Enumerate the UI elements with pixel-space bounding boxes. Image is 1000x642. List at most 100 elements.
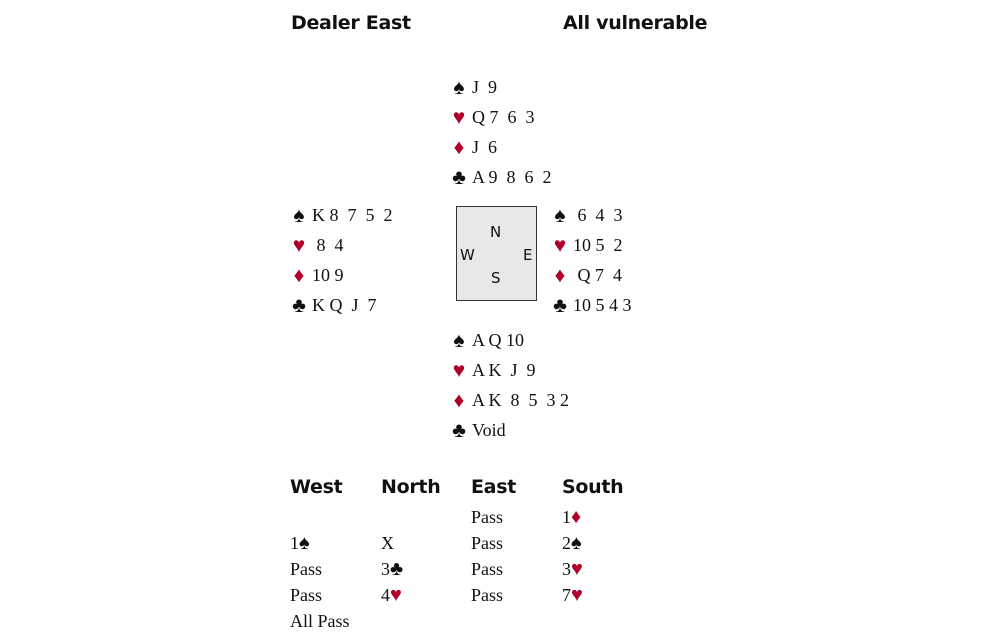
north-heart-holding: ♥Q 7 6 3 (448, 102, 552, 132)
auction-header: North (381, 476, 441, 498)
card-ranks: Q 7 4 (573, 264, 623, 285)
card-ranks: J 9 (472, 76, 498, 97)
auction-bid: Pass (471, 530, 561, 556)
auction-bid: 4♥ (381, 582, 471, 608)
auction-bid: Pass (471, 582, 561, 608)
compass-south: S (491, 269, 501, 287)
heart-icon: ♥ (571, 558, 583, 580)
card-ranks: 10 5 2 (573, 234, 623, 255)
auction-bid: X (381, 530, 471, 556)
bid-text: 2 (562, 532, 571, 553)
south-spade-holding: ♠ A Q 10 (448, 325, 569, 355)
bid-text: Pass (290, 584, 323, 605)
auction-bid: 7♥ (562, 582, 652, 608)
auction-bid: Pass (471, 504, 561, 530)
bid-text: Pass (290, 558, 323, 579)
heart-icon: ♥ (571, 584, 583, 606)
auction-bid: Pass (290, 556, 380, 582)
auction-column-south: South 1♦2♠3♥7♥ (562, 476, 652, 608)
auction-bid: Pass (471, 556, 561, 582)
heart-icon: ♥ (292, 232, 306, 257)
club-icon: ♣ (292, 292, 306, 317)
spade-icon: ♠ (293, 202, 305, 227)
club-icon: ♣ (390, 558, 404, 580)
east-heart-holding: ♥ 10 5 2 (549, 230, 632, 260)
north-hand: ♠ J 9 ♥Q 7 6 3♦ J 6 ♣ A 9 8 6 2 (448, 72, 552, 192)
diamond-icon: ♦ (554, 262, 566, 287)
south-hand: ♠ A Q 10 ♥ A K J 9 ♦ A K 8 5 3 2 ♣ Void (448, 325, 569, 445)
south-heart-holding: ♥ A K J 9 (448, 355, 569, 385)
bid-text: X (381, 532, 394, 553)
spade-icon: ♠ (453, 74, 465, 99)
auction-bid: 1♠ (290, 530, 380, 556)
auction-bid: 1♦ (562, 504, 652, 530)
compass-box: N W E S (456, 206, 537, 301)
bid-text: 4 (381, 584, 390, 605)
auction-bid: 2♠ (562, 530, 652, 556)
diamond-icon: ♦ (453, 387, 465, 412)
north-diamond-holding: ♦ J 6 (448, 132, 552, 162)
north-club-holding: ♣ A 9 8 6 2 (448, 162, 552, 192)
bid-text: Pass (471, 584, 504, 605)
card-ranks: 8 4 (312, 234, 344, 255)
diamond-icon: ♦ (571, 506, 582, 528)
compass-east: E (523, 246, 533, 264)
south-diamond-holding: ♦ A K 8 5 3 2 (448, 385, 569, 415)
auction-header: West (290, 476, 343, 498)
bid-text: All Pass (290, 610, 350, 631)
card-ranks: 10 5 4 3 (573, 294, 632, 315)
spade-icon: ♠ (299, 532, 310, 554)
auction-bid (290, 504, 380, 530)
east-hand: ♠ 6 4 3♥10 5 2♦ Q 7 4♣10 5 4 3 (549, 200, 632, 320)
heart-icon: ♥ (390, 584, 402, 606)
club-icon: ♣ (452, 164, 466, 189)
auction-bid (381, 504, 471, 530)
club-icon: ♣ (452, 417, 466, 442)
diamond-icon: ♦ (293, 262, 305, 287)
card-ranks: A 9 8 6 2 (472, 166, 552, 187)
card-ranks: 10 9 (312, 264, 344, 285)
west-club-holding: ♣ K Q J 7 (288, 290, 393, 320)
heart-icon: ♥ (452, 104, 466, 129)
north-spade-holding: ♠ J 9 (448, 72, 552, 102)
bid-text: Pass (471, 532, 504, 553)
card-ranks: A K J 9 (472, 359, 536, 380)
west-diamond-holding: ♦ 10 9 (288, 260, 393, 290)
compass-west: W (460, 246, 475, 264)
bid-text: 7 (562, 584, 571, 605)
heart-icon: ♥ (452, 357, 466, 382)
heart-icon: ♥ (553, 232, 567, 257)
card-ranks: A K 8 5 3 2 (472, 389, 570, 410)
east-diamond-holding: ♦ Q 7 4 (549, 260, 632, 290)
card-ranks: Void (472, 419, 506, 440)
card-ranks: 6 4 3 (573, 204, 623, 225)
card-ranks: K 8 7 5 2 (312, 204, 393, 225)
east-spade-holding: ♠ 6 4 3 (549, 200, 632, 230)
west-spade-holding: ♠ K 8 7 5 2 (288, 200, 393, 230)
spade-icon: ♠ (453, 327, 465, 352)
auction-bid: 3♣ (381, 556, 471, 582)
card-ranks: J 6 (472, 136, 498, 157)
south-club-holding: ♣ Void (448, 415, 569, 445)
card-ranks: A Q 10 (472, 329, 525, 350)
club-icon: ♣ (553, 292, 567, 317)
diamond-icon: ♦ (453, 134, 465, 159)
bid-text: 3 (562, 558, 571, 579)
bid-text: 1 (562, 506, 571, 527)
vulnerability-label: All vulnerable (563, 12, 708, 34)
west-heart-holding: ♥ 8 4 (288, 230, 393, 260)
east-club-holding: ♣ 10 5 4 3 (549, 290, 632, 320)
spade-icon: ♠ (554, 202, 566, 227)
auction-header: South (562, 476, 624, 498)
compass-north: N (490, 223, 502, 241)
auction-bid: 3♥ (562, 556, 652, 582)
west-hand: ♠K 8 7 5 2♥ 8 4♦10 9♣K Q J 7 (288, 200, 393, 320)
auction-header: East (471, 476, 516, 498)
dealer-label: Dealer East (291, 12, 411, 34)
card-ranks: K Q J 7 (312, 294, 377, 315)
auction-bid: All Pass (290, 608, 380, 634)
bid-text: 1 (290, 532, 299, 553)
